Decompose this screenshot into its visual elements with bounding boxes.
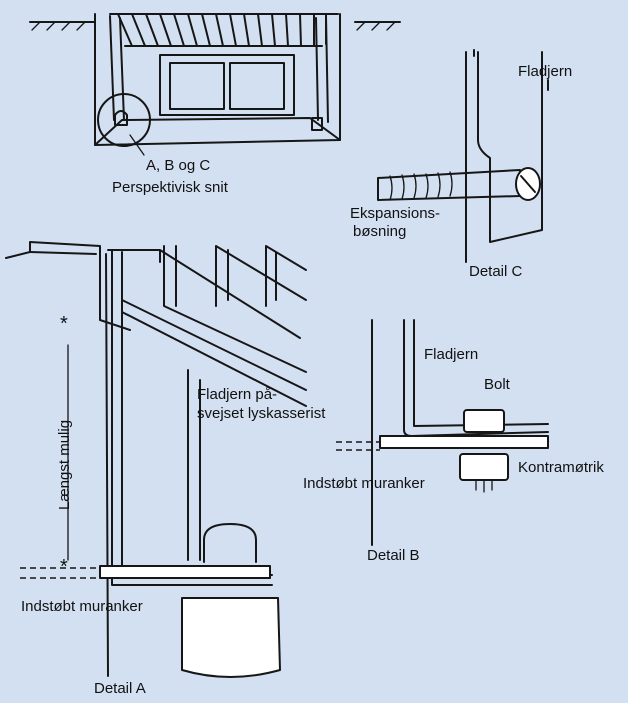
dimension-star-top: * [60, 313, 68, 335]
grating-bar-3 [265, 245, 307, 307]
label-laengst-mulig: Længst mulig [56, 419, 73, 510]
grating-frame [109, 13, 339, 47]
expansion-threads [389, 171, 453, 201]
dimension-star-bottom: * [60, 556, 68, 578]
grating-top [107, 249, 301, 339]
fladjern-c [477, 51, 543, 243]
light-well-walls [94, 13, 341, 146]
label-detail-b: Detail B [367, 547, 420, 564]
grating-bar-2 [215, 245, 307, 307]
padlock-shackle [203, 523, 257, 563]
detail-c-drawing [377, 49, 549, 263]
window-pane-left [169, 62, 225, 110]
label-detail-c: Detail C [469, 263, 523, 280]
small-padlock [114, 110, 128, 126]
basement-window [159, 54, 295, 116]
detail-circle [97, 93, 151, 147]
muranker-b [379, 435, 549, 449]
label-perspektivisk-snit: Perspektivisk snit [112, 179, 228, 196]
label-fladjern-b: Fladjern [424, 346, 479, 363]
wall-line-a [29, 251, 109, 677]
ground-hatch [31, 21, 396, 31]
label-muranker-a: Indstøbt muranker [21, 598, 143, 615]
light-well-floor [94, 117, 341, 146]
label-fladjern-paa-line2: svejset lyskasserist [197, 405, 326, 422]
label-fladjern-c: Fladjern [518, 63, 573, 80]
perspective-section [29, 13, 401, 156]
label-bolt: Bolt [484, 376, 510, 393]
expansion-sleeve [377, 169, 521, 201]
label-detail-a: Detail A [94, 680, 146, 697]
label-fladjern-paa-line1: Fladjern på- [197, 386, 278, 403]
window-pane-right [229, 62, 285, 110]
label-ekspansion-line2: bøsning [353, 223, 407, 240]
muranker-b-dashed [336, 441, 380, 451]
fladjern-a-outer [111, 249, 273, 586]
padlock-body [181, 597, 281, 678]
label-ekspansion-line1: Ekspansions- [350, 205, 441, 222]
grating-bar-1 [163, 245, 307, 373]
muranker-a-dashed [20, 567, 100, 579]
detail-b-drawing [336, 319, 549, 546]
screw-slot [520, 175, 536, 193]
detail-leader [129, 134, 145, 156]
detail-a-drawing [5, 241, 307, 678]
grating-supports [109, 15, 329, 123]
muranker-a [99, 565, 271, 579]
fladjern-c-ticks [473, 49, 549, 91]
grating-bars [117, 13, 327, 47]
top-profile [5, 241, 131, 331]
kontramoetrik-nut [459, 453, 509, 481]
bolt-head [463, 409, 505, 433]
grating-rails [121, 299, 307, 407]
bolt-thread [475, 479, 493, 493]
label-abc: A, B og C [146, 157, 211, 174]
label-muranker-b: Indstøbt muranker [303, 475, 425, 492]
label-kontramoetrik: Kontramøtrik [518, 459, 604, 476]
fladjern-a-vertical [187, 369, 201, 561]
small-bolt [311, 117, 323, 131]
